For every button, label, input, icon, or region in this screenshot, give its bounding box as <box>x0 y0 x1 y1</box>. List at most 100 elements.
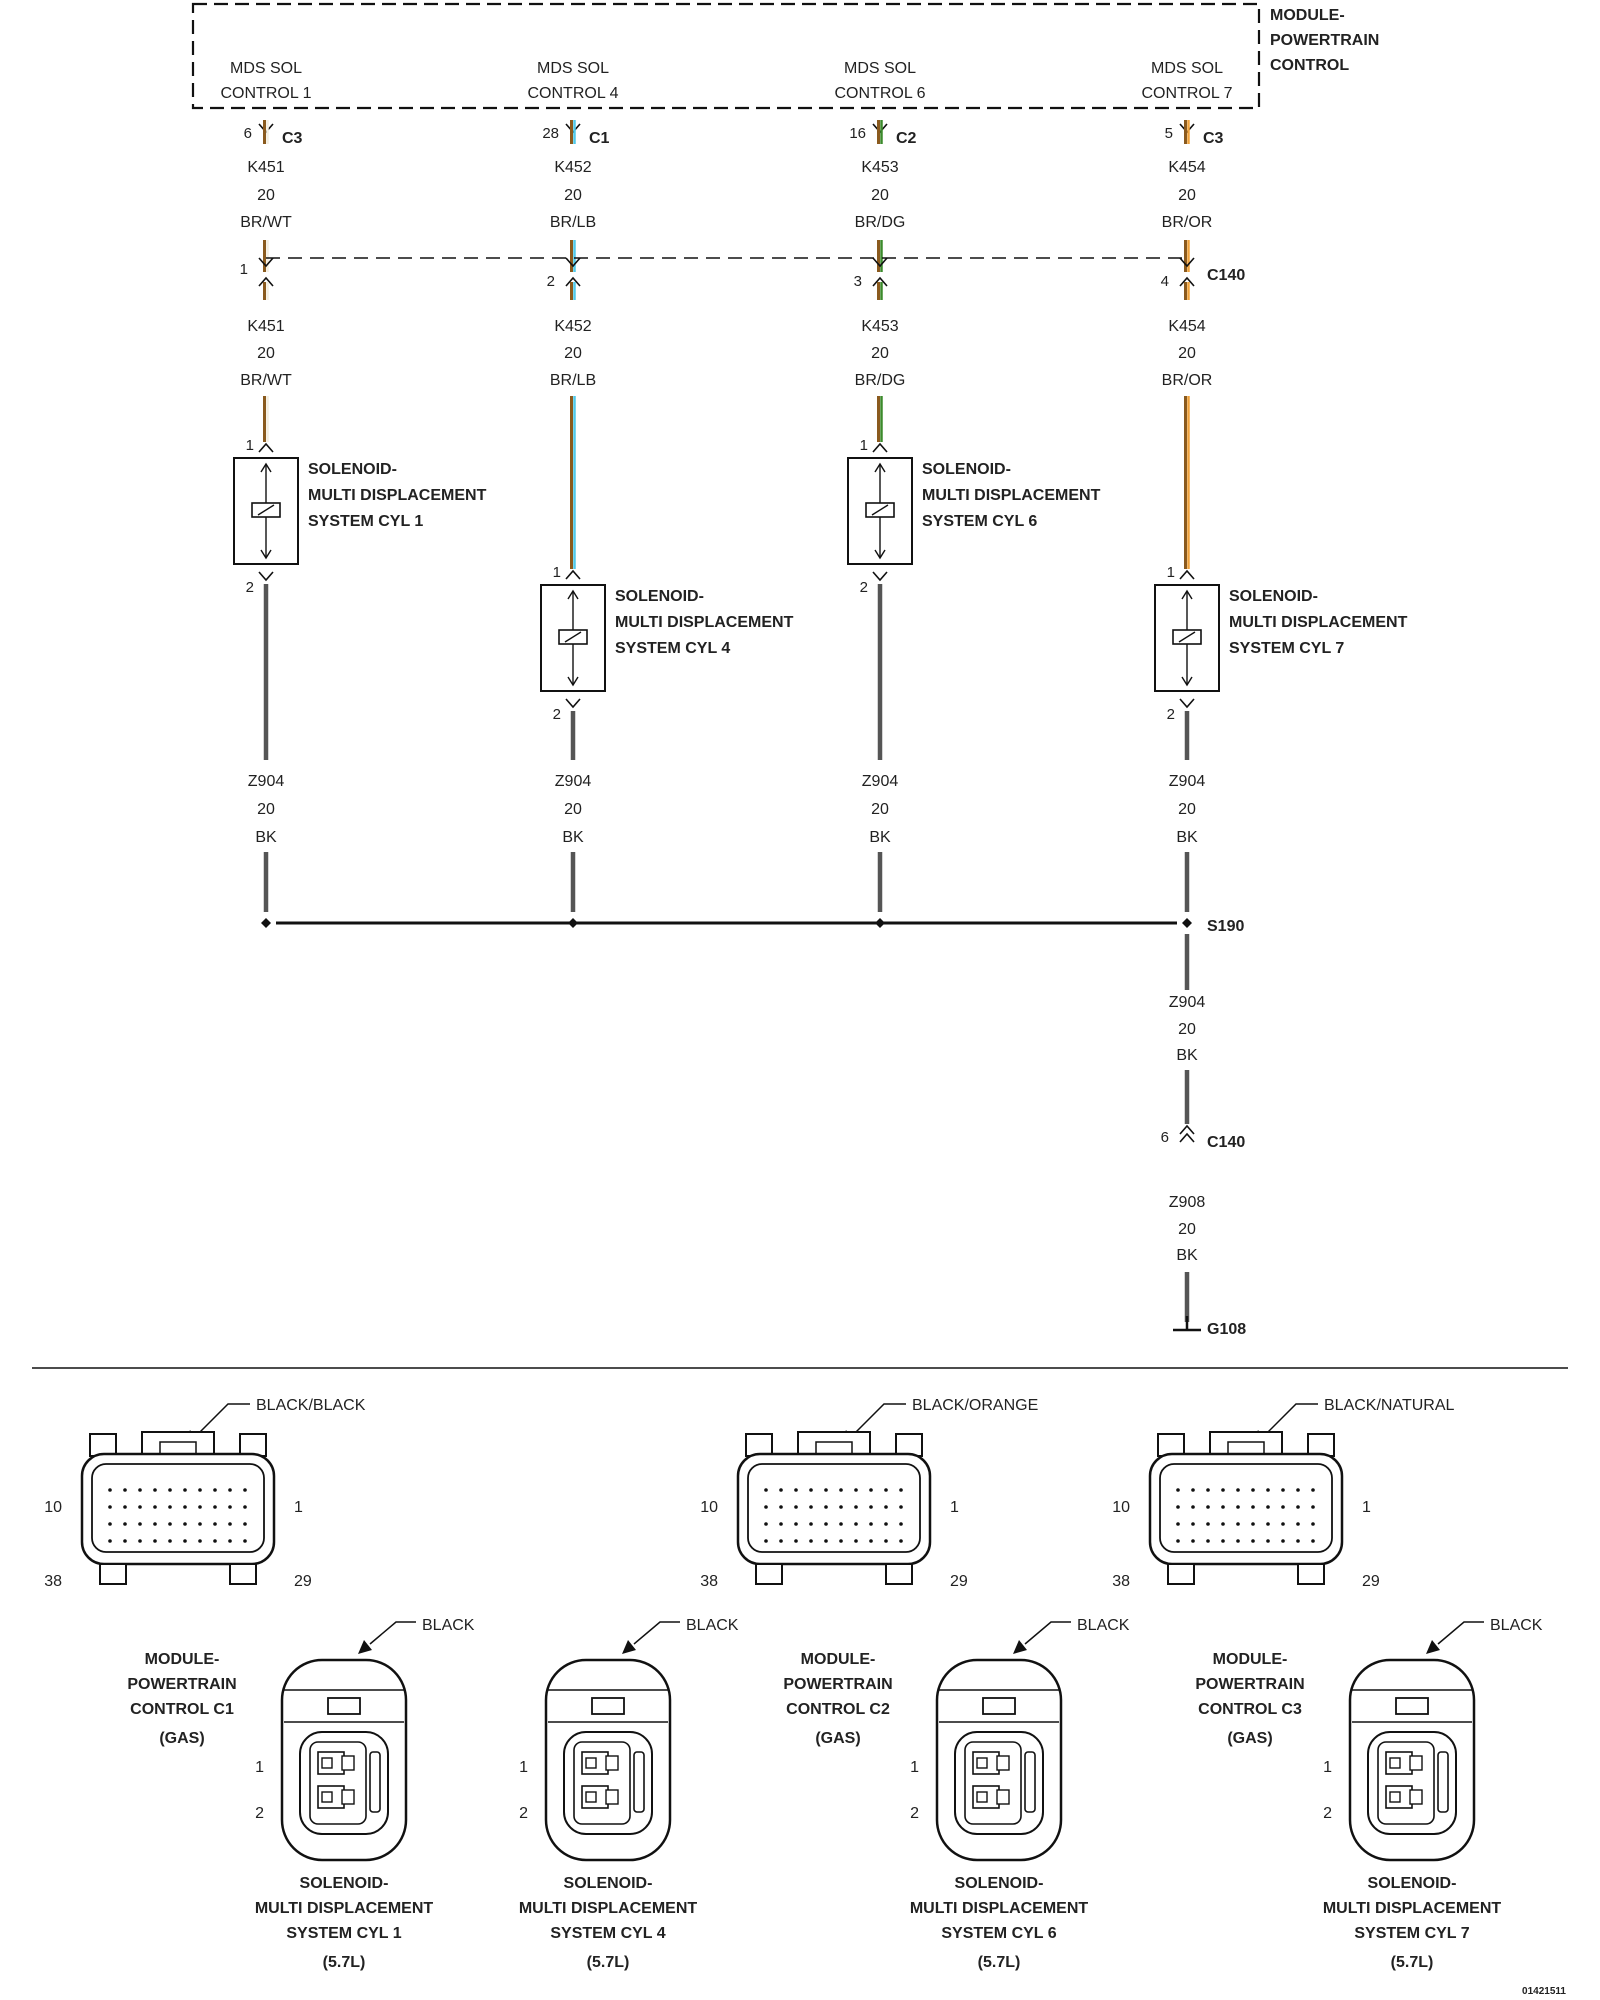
pcm-connector-name: CONTROL C2 <box>786 1701 890 1718</box>
pcm-pin-cavity <box>869 1505 873 1509</box>
pcm-tab <box>89 1433 117 1457</box>
solenoid-pin-1: 1 <box>1167 564 1175 581</box>
ground-point-label: G108 <box>1207 1321 1246 1338</box>
pcm-pin-cavity <box>198 1505 202 1509</box>
wire-color-code: BR/WT <box>240 214 292 231</box>
pcm-pin-cavity <box>1191 1522 1195 1526</box>
pcm-pin-cavity <box>1266 1488 1270 1492</box>
pcm-foot <box>885 1563 913 1585</box>
pcm-pin-10: 10 <box>1112 1499 1130 1516</box>
pcm-pin-number: 16 <box>849 125 866 142</box>
pcm-foot <box>1297 1563 1325 1585</box>
solenoid-coil-slash <box>564 631 582 643</box>
sol-terminal-inner <box>585 1791 597 1803</box>
pcm-pin-cavity <box>899 1505 903 1509</box>
wire-circuit: K454 <box>1168 159 1205 176</box>
c140-ground-label: C140 <box>1207 1134 1245 1151</box>
ground-wire-color-code: BK <box>255 829 277 846</box>
pcm-pin-38: 38 <box>1112 1573 1130 1590</box>
pcm-pin-cavity <box>243 1539 247 1543</box>
solenoid-arrow-head <box>874 462 886 473</box>
pcm-pin-cavity <box>123 1539 127 1543</box>
pcm-tab <box>1157 1433 1185 1457</box>
pcm-pin-cavity <box>183 1539 187 1543</box>
solenoid-name: MULTI DISPLACEMENT <box>615 614 794 631</box>
pcm-pin-cavity <box>1296 1505 1300 1509</box>
pcm-pin-10: 10 <box>44 1499 62 1516</box>
solenoid-connector-name: (5.7L) <box>978 1954 1021 1971</box>
sol-latch <box>591 1697 625 1715</box>
sol-terminal-inner <box>1389 1757 1401 1769</box>
wire-circuit: K453 <box>861 318 898 335</box>
final-wire-color: BK <box>1176 1247 1198 1264</box>
pcm-pin-cavity <box>108 1505 112 1509</box>
wire-gauge: 20 <box>871 345 889 362</box>
pcm-pin-cavity <box>1311 1488 1315 1492</box>
pcm-pin-cavity <box>764 1488 768 1492</box>
pcm-pin-cavity <box>1311 1522 1315 1526</box>
c140-pin-bottom <box>872 276 888 287</box>
splice-label: S190 <box>1207 918 1244 935</box>
module-pin-function: CONTROL 6 <box>835 85 926 102</box>
sol-latch <box>327 1697 361 1715</box>
solenoid-arrow-head <box>1181 676 1193 687</box>
pcm-pin-cavity <box>869 1488 873 1492</box>
c140-pin-top <box>1179 257 1195 268</box>
pcm-pin-cavity <box>168 1539 172 1543</box>
solenoid-connector-name: SYSTEM CYL 6 <box>941 1925 1056 1942</box>
pcm-pin-cavity <box>1176 1522 1180 1526</box>
sol-latch <box>982 1697 1016 1715</box>
ground-wire-color-code: BK <box>869 829 891 846</box>
pcm-pin-cavity <box>1296 1539 1300 1543</box>
module-title-line: CONTROL <box>1270 57 1349 74</box>
pcm-pin-cavity <box>899 1522 903 1526</box>
c140-ground-pin-number: 6 <box>1161 1129 1169 1146</box>
sol-key <box>1024 1751 1036 1813</box>
solenoid-connector-name: SOLENOID- <box>1368 1875 1457 1892</box>
solenoid-name: SYSTEM CYL 7 <box>1229 640 1344 657</box>
pcm-pin-cavity <box>884 1488 888 1492</box>
pcm-pin-cavity <box>839 1488 843 1492</box>
solenoid-connector-pin-2: 2 <box>255 1805 264 1822</box>
pcm-pin-cavity <box>839 1505 843 1509</box>
pcm-connector-name: MODULE- <box>801 1651 876 1668</box>
pcm-tab <box>1307 1433 1335 1457</box>
pcm-pin-cavity <box>1206 1539 1210 1543</box>
pcm-connector-name: MODULE- <box>1213 1651 1288 1668</box>
pcm-pin-29: 29 <box>950 1573 968 1590</box>
pcm-pin-cavity <box>1266 1539 1270 1543</box>
c140-pin-bottom <box>565 276 581 287</box>
pcm-foot <box>1167 1563 1195 1585</box>
solenoid-name: MULTI DISPLACEMENT <box>308 487 487 504</box>
sol-key <box>1437 1751 1449 1813</box>
pcm-pin-cavity <box>183 1522 187 1526</box>
pcm-pin-cavity <box>794 1505 798 1509</box>
solenoid-connector-pin-2: 2 <box>1323 1805 1332 1822</box>
pcm-pin-cavity <box>243 1488 247 1492</box>
pcm-pin-cavity <box>1251 1488 1255 1492</box>
wire-color-code: BR/OR <box>1162 214 1213 231</box>
ground-wire-circuit: Z904 <box>1169 773 1206 790</box>
pcm-pin-cavity <box>1251 1539 1255 1543</box>
solenoid-name: SYSTEM CYL 1 <box>308 513 423 530</box>
pcm-pin-cavity <box>1191 1488 1195 1492</box>
pcm-pin-cavity <box>794 1488 798 1492</box>
ground-wire-circuit: Z904 <box>862 773 899 790</box>
pcm-connector-id: C2 <box>896 130 917 147</box>
solenoid-name: MULTI DISPLACEMENT <box>922 487 1101 504</box>
solenoid-connector-name: MULTI DISPLACEMENT <box>910 1900 1089 1917</box>
pcm-pin-1: 1 <box>950 1499 959 1516</box>
sol-terminal-tab <box>1409 1755 1423 1771</box>
pcm-pin-cavity <box>794 1522 798 1526</box>
c140-pin-number: 2 <box>547 273 555 290</box>
pcm-leader-line <box>1263 1403 1318 1437</box>
pcm-connector-color: BLACK/BLACK <box>256 1397 366 1414</box>
pcm-pin-cavity <box>809 1539 813 1543</box>
solenoid-name: SOLENOID- <box>922 461 1011 478</box>
solenoid-arrow-head <box>260 462 272 473</box>
splice-node <box>1182 918 1192 928</box>
solenoid-pin-bottom <box>565 698 581 709</box>
wire-gauge: 20 <box>1178 345 1196 362</box>
